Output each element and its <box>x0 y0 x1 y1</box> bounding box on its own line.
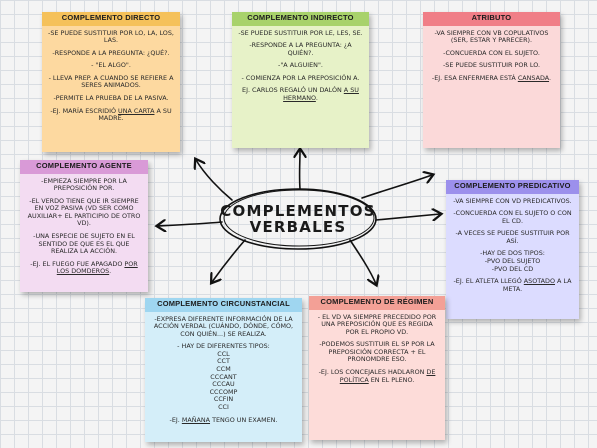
note-text: -RESPONDE A LA PREGUNTA: ¿A QUIÉN?. <box>249 41 352 57</box>
note-example: -EJ. MAÑANA TENGO UN EXAMEN. <box>169 415 278 424</box>
center-title: COMPLEMENTOS VERBALES <box>217 188 379 250</box>
note-text: - "EL ALGO". <box>91 61 131 70</box>
list-item: CCL <box>217 349 230 358</box>
note-text: -EMPIEZA SIEMPRE POR LA PREPOSICIÓN POR. <box>41 176 127 193</box>
note-example: -EJ. ESA ENFERMERA ESTÁ CANSADA. <box>431 73 552 82</box>
note-text: -SE PUEDE SUSTITUIR POR LE, LES, SE. <box>238 28 363 37</box>
note-complemento-indirecto: COMPLEMENTO INDIRECTO -SE PUEDE SUSTITUI… <box>232 12 369 148</box>
list-item: CCI <box>218 403 229 412</box>
note-text: -PODEMOS SUSTITUIR EL SP POR LA PREPOSIC… <box>319 340 435 364</box>
note-title: COMPLEMENTO AGENTE <box>20 160 148 174</box>
note-text: -CONCUERDA CON EL SUJETO O CON EL CD. <box>453 209 572 225</box>
note-title: COMPLEMENTO PREDICATIVO <box>446 180 579 194</box>
note-text: -"A ALGUIEN". <box>278 61 323 70</box>
cc-types-list: CCL CCT CCM CCCANT CCCAU CCCOMP CCFIN CC… <box>151 349 296 412</box>
arrow-to-regimen <box>349 239 376 284</box>
note-text: -EL VERDO TIENE QUE IR SIEMPRE EN VOZ PA… <box>27 196 141 228</box>
note-complemento-circunstancial: COMPLEMENTO CIRCUNSTANCIAL -EXPRESA DIFE… <box>145 298 302 442</box>
arrow-to-predicativo <box>375 214 440 220</box>
note-text: -RESPONDE A LA PREGUNTA: ¿QUÉ?. <box>52 48 170 57</box>
list-item: CCCOMP <box>209 387 238 396</box>
note-text: -VA SIEMPRE CON VD PREDICATIVOS. <box>453 196 572 205</box>
note-title: COMPLEMENTO INDIRECTO <box>232 12 369 26</box>
note-example: -EJ. LOS CONCEJALES HADLARON DE POLÍTICA… <box>318 368 436 384</box>
list-item: CCFIN <box>213 395 234 404</box>
list-item: CCCAU <box>212 380 235 389</box>
arrow-to-directo <box>196 160 233 201</box>
center-title-line1: COMPLEMENTOS <box>220 202 376 220</box>
note-text: -UNA ESPECIE DE SUJETO EN EL SENTIDO DE … <box>33 232 135 256</box>
note-text: -SE PUEDE SUSTITUIR POR LO. <box>443 61 540 70</box>
note-text: -CONCUERDA CON EL SUJETO. <box>443 48 540 57</box>
note-text: -A VECES SE PUEDE SUSTITUIR POR ASÍ. <box>455 229 570 245</box>
center-title-line2: VERBALES <box>249 218 347 236</box>
note-text: -VA SIEMPRE CON VB COPULATIVOS (SER, EST… <box>434 28 549 45</box>
note-text: - HAY DE DIFERENTES TIPOS: <box>177 342 270 351</box>
note-text: -PVO DEL CD <box>491 264 534 273</box>
list-item: CCM <box>216 365 231 374</box>
note-text: - LLEVA PREP. A CUANDO SE REFIERE A SERE… <box>48 73 174 90</box>
arrow-to-atributo <box>361 175 432 199</box>
note-example: -EJ. MARÍA ESCRIDIÓ UNA CARTA A SU MADRE… <box>50 106 172 123</box>
note-text: -PVO DEL SUJETO <box>484 257 541 266</box>
note-text: -PERMITE LA PRUEBA DE LA PASIVA. <box>53 94 169 103</box>
center-ellipse <box>219 188 377 250</box>
note-complemento-regimen: COMPLEMENTO DE RÉGIMEN - EL VD VA SIEMPR… <box>309 296 445 440</box>
note-text: -EXPRESA DIFERENTE INFORMACIÓN DE LA ACC… <box>153 314 294 338</box>
note-atributo: ATRIBUTO -VA SIEMPRE CON VB COPULATIVOS … <box>423 12 560 148</box>
arrow-to-circunstancial <box>212 239 246 282</box>
note-text: -SE PUEDE SUSTITUIR POR LO, LA, LOS, LAS… <box>48 28 174 45</box>
list-item: CCCANT <box>210 372 237 381</box>
note-title: ATRIBUTO <box>423 12 560 26</box>
note-complemento-agente: COMPLEMENTO AGENTE -EMPIEZA SIEMPRE POR … <box>20 160 148 292</box>
note-complemento-directo: COMPLEMENTO DIRECTO -SE PUEDE SUSTITUIR … <box>42 12 180 152</box>
note-complemento-predicativo: COMPLEMENTO PREDICATIVO -VA SIEMPRE CON … <box>446 180 579 319</box>
arrow-to-agente <box>158 222 223 226</box>
note-example: -EJ. EL FUEGO FUE APAGADO POR LOS DOMDER… <box>30 259 138 276</box>
note-example: -EJ. EL ATLETA LLEGÓ ASOTADO A LA META. <box>453 277 572 293</box>
note-text: - COMIENZA POR LA PREPOSICIÓN A. <box>241 73 360 82</box>
note-text: - EL VD VA SIEMPRE PRECEDIDO POR UNA PRE… <box>317 312 437 336</box>
note-text: -HAY DE DOS TIPOS: <box>480 249 545 258</box>
note-example: EJ. CARLOS REGALÓ UN DALÓN A SU HERMANO. <box>242 86 359 103</box>
note-title: COMPLEMENTO DE RÉGIMEN <box>309 296 445 310</box>
list-item: CCT <box>217 357 230 366</box>
note-title: COMPLEMENTO DIRECTO <box>42 12 180 26</box>
note-title: COMPLEMENTO CIRCUNSTANCIAL <box>145 298 302 312</box>
